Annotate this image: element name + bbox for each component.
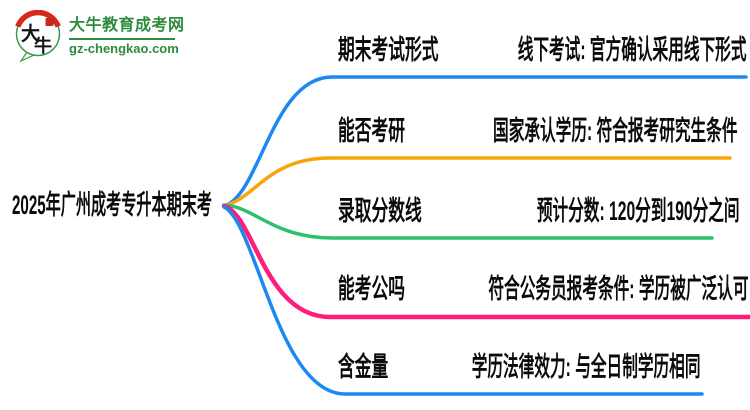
branch-1-connector: [222, 75, 748, 208]
brand-site-name: 大牛教育成考网: [69, 17, 185, 34]
branch-3-connector: [222, 203, 714, 240]
branch-2-connector: [222, 156, 732, 208]
branch-5-connector: [222, 205, 704, 396]
branch-4-value: 符合公务员报考条件: 学历被广泛认可: [487, 274, 748, 304]
logo-red-arc: [15, 10, 61, 28]
bull-speech-bubble-icon: 大 牛: [15, 10, 61, 63]
branch-3-label: 录取分数线: [338, 196, 422, 226]
branch-4-label: 能考公吗: [338, 274, 405, 304]
branch-1-label: 期末考试形式: [338, 35, 439, 65]
brand-text-block: 大牛教育成考网 gz-chengkao.com: [69, 10, 185, 57]
branch-5-value: 学历法律效力: 与全日制学历相同: [471, 352, 700, 382]
logo-char-2: 牛: [34, 35, 52, 56]
branch-3-value: 预计分数: 120分到190分之间: [537, 196, 740, 226]
branch-5-label: 含金量: [338, 352, 389, 382]
central-topic: 2025年广州成考专升本期末考: [12, 190, 212, 220]
logo-red-seal: [45, 18, 54, 26]
brand-divider: [69, 38, 175, 40]
branch-4-connector: [221, 203, 750, 320]
logo-char-1: 大: [21, 22, 40, 45]
branch-2-value: 国家承认学历: 符合报考研究生条件: [492, 116, 737, 146]
brand-site-url: gz-chengkao.com: [69, 41, 179, 56]
brand-logo: 大 牛 大牛教育成考网 gz-chengkao.com: [14, 10, 185, 64]
branch-1-value: 线下考试: 官方确认采用线下形式: [517, 35, 746, 65]
branch-2-label: 能否考研: [338, 116, 405, 146]
